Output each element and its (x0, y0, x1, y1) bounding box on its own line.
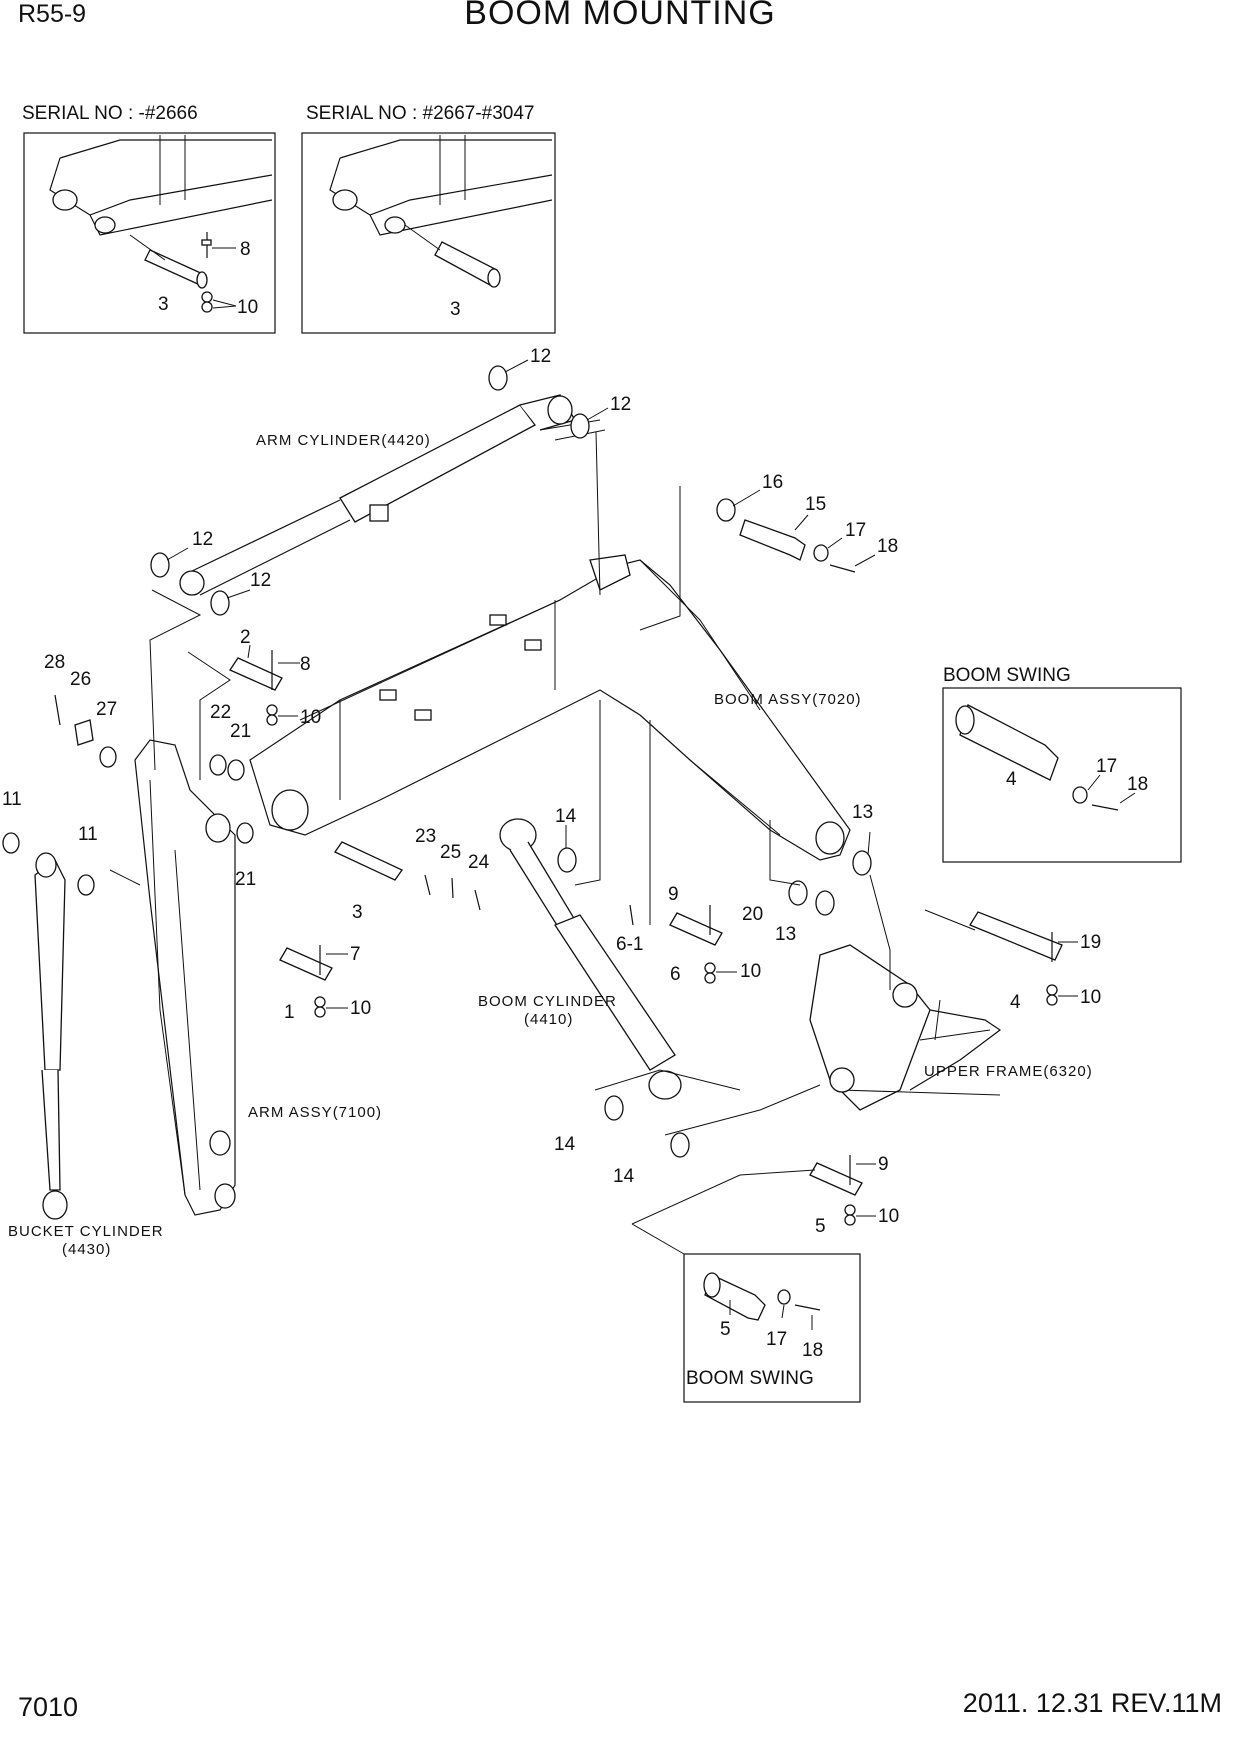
callout-1: 1 (284, 1002, 295, 1023)
heading-boom-swing-right: BOOM SWING (943, 665, 1071, 686)
callout-21-bottom: 21 (235, 869, 256, 890)
callout-13-top: 13 (852, 802, 873, 823)
callout-16: 16 (762, 472, 783, 493)
callout-24: 24 (468, 852, 490, 873)
callout-12-left: 12 (192, 529, 213, 550)
callout-21-top: 21 (230, 721, 251, 742)
callout-2: 2 (240, 627, 251, 648)
label-arm-cylinder: ARM CYLINDER(4420) (256, 432, 431, 449)
callout-boom-swing-17: 17 (1096, 756, 1117, 777)
callout-27: 27 (96, 699, 117, 720)
callout-insert-a-10: 10 (237, 297, 258, 318)
callout-5: 5 (815, 1216, 826, 1237)
callout-14-a: 14 (554, 1134, 576, 1155)
label-arm-assy: ARM ASSY(7100) (248, 1104, 382, 1121)
callout-8: 8 (300, 654, 311, 675)
callout-26: 26 (70, 669, 91, 690)
callout-7: 7 (350, 944, 361, 965)
callout-boom-swing-bottom-18: 18 (802, 1340, 823, 1361)
callout-9-mid: 9 (668, 884, 679, 905)
bucket-cylinder-drawing (34, 852, 68, 1220)
callout-insert-a-8: 8 (240, 239, 251, 260)
insert-boom-swing-bottom: 5 17 18 (683, 1253, 861, 1403)
callout-12-right: 12 (610, 394, 631, 415)
callout-6-1: 6-1 (616, 934, 643, 955)
callout-boom-swing-bottom-17: 17 (766, 1329, 787, 1350)
callout-10-mid: 10 (740, 961, 761, 982)
callout-10-right: 10 (1080, 987, 1101, 1008)
insert-serial-b: 3 (301, 132, 556, 334)
upper-frame-drawing (809, 944, 1002, 1111)
callout-17: 17 (845, 520, 866, 541)
callout-13-mid: 13 (775, 924, 796, 945)
callout-15: 15 (805, 494, 826, 515)
callout-10-left: 10 (300, 707, 321, 728)
callout-20: 20 (742, 904, 763, 925)
callout-boom-swing-18: 18 (1127, 774, 1148, 795)
callout-22: 22 (210, 702, 231, 723)
callout-25: 25 (440, 842, 461, 863)
callout-insert-a-3: 3 (158, 294, 169, 315)
callout-11-left: 11 (2, 789, 22, 810)
serial-range-a: SERIAL NO : -#2666 (22, 103, 198, 124)
label-boom-cylinder: BOOM CYLINDER (478, 993, 617, 1010)
callout-23: 23 (415, 826, 436, 847)
callout-12-top: 12 (530, 346, 551, 367)
callout-insert-b-3: 3 (450, 299, 461, 320)
model-code: R55-9 (18, 0, 87, 28)
callout-10-bottom: 10 (878, 1206, 899, 1227)
arm-assy-drawing (134, 739, 236, 1216)
serial-range-b: SERIAL NO : #2667-#3047 (306, 103, 535, 124)
callout-11-mid: 11 (78, 824, 98, 845)
callout-boom-swing-bottom-5: 5 (720, 1319, 731, 1340)
label-bucket-cylinder: BUCKET CYLINDER (8, 1223, 164, 1240)
page-title: BOOM MOUNTING (464, 0, 776, 32)
label-boom-cylinder-code: (4410) (524, 1011, 573, 1028)
leader-lines (109, 431, 976, 1255)
callout-10-low: 10 (350, 998, 371, 1019)
page-number: 7010 (18, 1692, 79, 1722)
insert-boom-swing-right: 4 17 18 (942, 687, 1182, 863)
revision-date: 2011. 12.31 REV.11M (962, 1688, 1222, 1718)
insert-serial-a: 8 3 10 (23, 132, 276, 334)
callout-18: 18 (877, 536, 898, 557)
callout-boom-swing-4: 4 (1006, 769, 1017, 790)
boom-cylinder-drawing (499, 818, 682, 1100)
label-upper-frame: UPPER FRAME(6320) (924, 1063, 1093, 1080)
label-boom-assy: BOOM ASSY(7020) (714, 691, 862, 708)
callout-14-b: 14 (613, 1166, 635, 1187)
callout-6: 6 (670, 964, 681, 985)
callout-28: 28 (44, 652, 65, 673)
callout-9-low: 9 (878, 1154, 889, 1175)
boom-assy-drawing (249, 554, 851, 861)
callout-19: 19 (1080, 932, 1101, 953)
heading-boom-swing-bottom: BOOM SWING (686, 1368, 814, 1389)
callout-12-left2: 12 (250, 570, 271, 591)
callout-3: 3 (352, 902, 363, 923)
callout-4: 4 (1010, 992, 1021, 1013)
callout-14-top: 14 (555, 806, 577, 827)
label-bucket-cylinder-code: (4430) (62, 1241, 111, 1258)
arm-cylinder-drawing (179, 394, 606, 596)
